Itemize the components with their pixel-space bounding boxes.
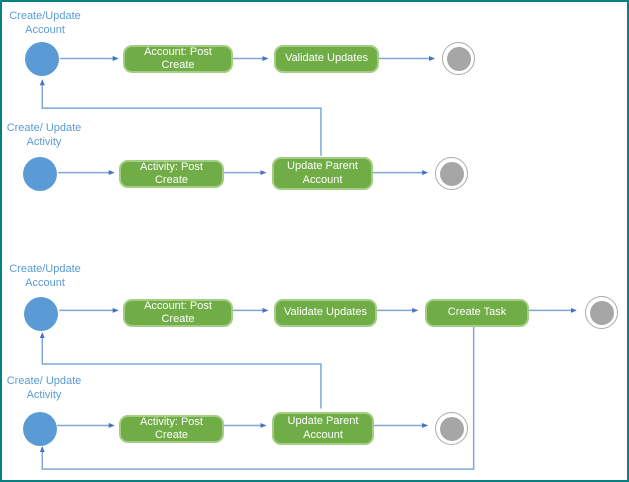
f1-start-node-account[interactable]	[25, 42, 59, 76]
f1-start-node-activity[interactable]	[23, 157, 57, 191]
f2-task-validate-updates[interactable]: Validate Updates	[274, 299, 377, 327]
f2-task-create-task[interactable]: Create Task	[425, 299, 529, 327]
f1-task-activity-post-create[interactable]: Activity: Post Create	[119, 160, 224, 188]
f2-task-account-post-create[interactable]: Account: Post Create	[123, 299, 233, 327]
connector-f1-update-parent-loop-to-account-start	[39, 79, 322, 156]
f2-end-node-activity[interactable]	[435, 412, 468, 445]
f1-account-lane-label: Create/Update Account	[9, 10, 81, 36]
f2-start-node-account[interactable]	[24, 297, 58, 331]
end-node-disc	[589, 300, 614, 325]
f1-activity-lane-label: Create/ Update Activity	[6, 122, 82, 148]
f2-task-activity-post-create[interactable]: Activity: Post Create	[119, 415, 224, 443]
end-node-disc	[446, 46, 471, 71]
f2-account-lane-label: Create/Update Account	[9, 263, 81, 289]
f2-start-node-activity[interactable]	[23, 412, 57, 446]
f1-end-node-account[interactable]	[442, 42, 475, 75]
f2-task-update-parent-account[interactable]: Update Parent Account	[272, 412, 374, 445]
f1-task-account-post-create[interactable]: Account: Post Create	[123, 45, 233, 73]
f2-end-node-account[interactable]	[585, 296, 618, 329]
f2-activity-lane-label: Create/ Update Activity	[6, 375, 82, 401]
f1-task-validate-updates[interactable]: Validate Updates	[274, 45, 379, 73]
connector-f2-create-task-loop-to-activity-start	[39, 325, 475, 470]
connector-f2-update-parent-loop-to-account-start	[39, 332, 322, 409]
f1-task-update-parent-account[interactable]: Update Parent Account	[272, 157, 373, 190]
end-node-disc	[439, 416, 464, 441]
f1-end-node-activity[interactable]	[435, 157, 468, 190]
end-node-disc	[439, 161, 464, 186]
